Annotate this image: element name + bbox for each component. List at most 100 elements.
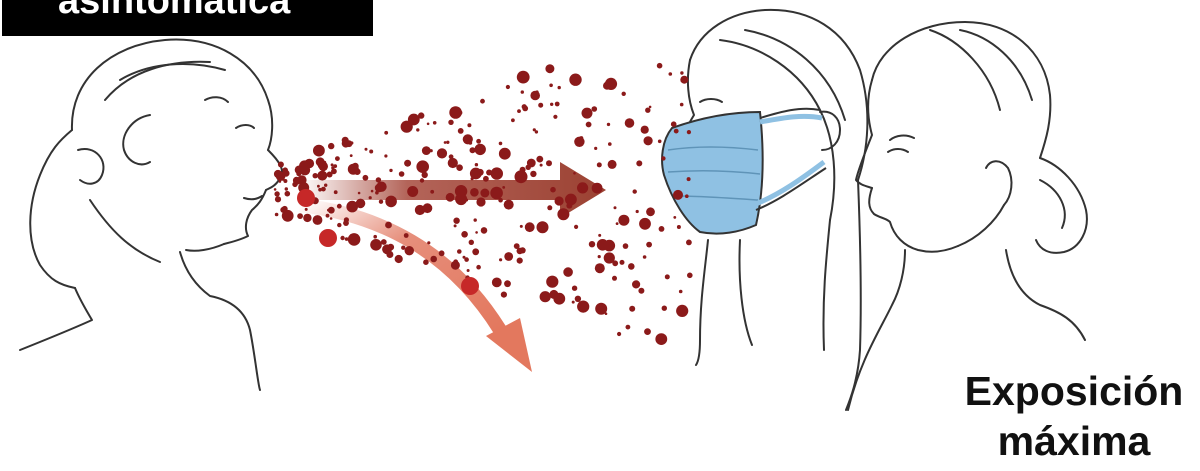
droplet — [395, 255, 403, 263]
droplet — [335, 156, 340, 161]
droplet — [279, 180, 282, 183]
droplet — [644, 136, 653, 145]
droplet — [470, 188, 479, 197]
droplet — [655, 333, 667, 345]
droplet — [381, 239, 387, 245]
droplet — [546, 276, 558, 288]
droplet — [486, 170, 492, 176]
droplet — [333, 164, 337, 168]
droplet — [572, 301, 575, 304]
droplet — [474, 218, 477, 221]
droplet — [549, 84, 553, 88]
droplet — [387, 244, 394, 251]
droplet — [491, 167, 503, 179]
droplet — [553, 115, 557, 119]
droplet — [430, 190, 434, 194]
droplet — [646, 207, 655, 216]
droplet — [439, 250, 445, 256]
droplet — [386, 251, 393, 258]
droplet — [352, 234, 357, 239]
droplet — [604, 252, 615, 263]
droplet — [430, 149, 433, 152]
droplet — [328, 207, 335, 214]
droplet — [643, 255, 647, 259]
droplet — [321, 187, 326, 192]
droplet — [511, 118, 515, 122]
droplet — [369, 150, 373, 154]
droplet — [594, 147, 597, 150]
droplet — [499, 142, 503, 146]
large-droplet — [461, 277, 479, 295]
droplet — [343, 220, 349, 226]
droplet — [342, 137, 349, 144]
large-droplet — [297, 189, 315, 207]
droplet — [330, 217, 333, 220]
droplet — [444, 141, 447, 144]
droplet — [658, 140, 662, 144]
droplet — [490, 187, 503, 200]
droplet — [680, 76, 688, 84]
droplet — [399, 171, 405, 177]
droplet — [533, 128, 536, 131]
droplet — [577, 301, 589, 313]
droplet — [385, 196, 397, 208]
droplet — [522, 104, 527, 109]
droplet — [401, 121, 413, 133]
droplet — [416, 160, 429, 173]
droplet — [638, 288, 644, 294]
droplet — [517, 71, 530, 84]
droplet — [579, 136, 583, 140]
droplet — [328, 143, 334, 149]
droplet — [572, 286, 577, 291]
droplet — [274, 188, 277, 191]
droplet — [453, 218, 459, 224]
droplet — [662, 306, 667, 311]
droplet — [305, 208, 308, 211]
droplet — [476, 197, 485, 206]
droplet — [331, 163, 334, 166]
droplet — [514, 243, 520, 249]
droplet — [318, 153, 322, 157]
droplet — [639, 218, 651, 230]
droplet — [317, 171, 327, 181]
droplet — [295, 166, 304, 175]
droplet — [676, 305, 688, 317]
droplet — [540, 164, 543, 167]
droplet — [471, 177, 474, 180]
droplet — [350, 154, 353, 157]
droplet — [353, 204, 356, 207]
droplet — [337, 223, 341, 227]
droplet — [437, 148, 447, 158]
droplet — [477, 169, 484, 176]
droplet — [592, 183, 603, 194]
droplet — [370, 239, 382, 251]
droplet — [641, 126, 649, 134]
droplet — [538, 103, 543, 108]
droplet — [385, 222, 392, 229]
droplet — [521, 90, 524, 93]
droplet — [586, 122, 592, 128]
face-mask-icon — [662, 109, 826, 234]
droplet — [517, 109, 521, 113]
droplet — [504, 280, 511, 287]
droplet — [433, 121, 437, 125]
droplet — [371, 190, 374, 193]
droplet — [334, 190, 338, 194]
droplet — [629, 306, 635, 312]
droplet — [455, 193, 467, 205]
droplet — [350, 141, 353, 144]
droplet — [687, 273, 693, 279]
droplet — [625, 118, 635, 128]
droplet — [446, 141, 449, 144]
droplet — [517, 258, 523, 264]
droplet — [536, 156, 543, 163]
droplet — [525, 222, 535, 232]
droplet — [463, 134, 473, 144]
droplet — [566, 203, 572, 209]
droplet — [563, 267, 573, 277]
droplet — [555, 102, 560, 107]
droplet — [558, 86, 561, 89]
droplet — [407, 186, 418, 197]
droplet — [515, 170, 528, 183]
droplet — [686, 240, 692, 246]
